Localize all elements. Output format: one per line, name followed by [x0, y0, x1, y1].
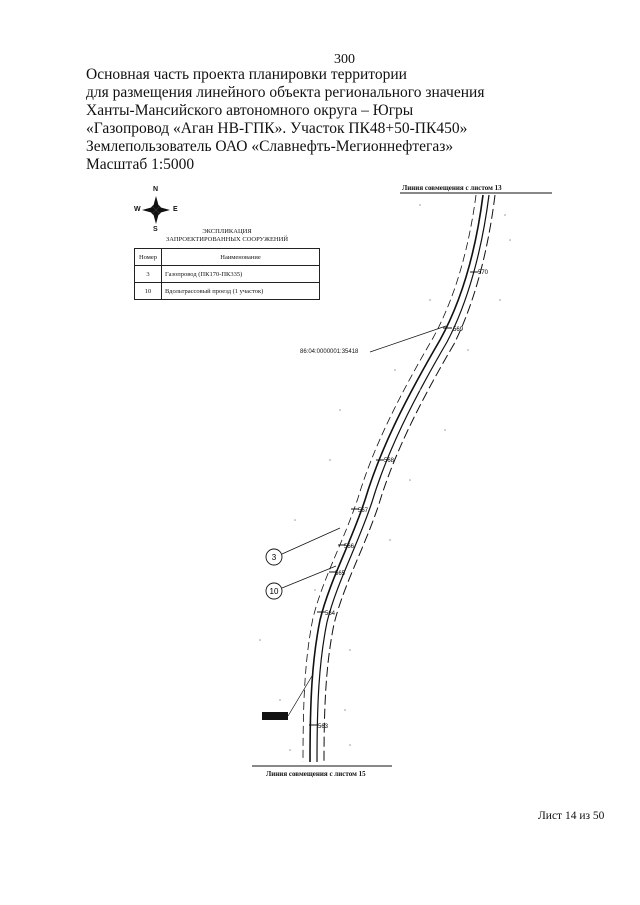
- right-of-way-boundary: [323, 194, 496, 763]
- picket-564: 564: [325, 611, 336, 617]
- gas-pipeline-line: [309, 194, 484, 763]
- table-row: 3 Газопровод (ПК170-ПК335): [134, 265, 320, 283]
- site-marker-leader: [287, 675, 313, 717]
- terrain-speckles: [259, 204, 511, 751]
- picket-568: 568: [384, 458, 395, 464]
- page-number: 300: [334, 52, 355, 67]
- site-marker: [262, 712, 288, 720]
- picket-567: 567: [358, 508, 369, 514]
- callout-10-leader: [281, 565, 337, 589]
- sheet-number: Лист 14 из 50: [538, 810, 605, 822]
- callout-10-label: 10: [270, 587, 279, 596]
- match-line-bottom-label: Линия совмещения с листом 15: [266, 770, 366, 778]
- cadastral-number-label: 86:04:0000001:35418: [300, 349, 359, 355]
- compass-west: W: [134, 206, 141, 213]
- table-row: 10 Вдольтрассовый проезд (1 участок): [134, 282, 320, 300]
- compass-south: S: [153, 226, 158, 233]
- compass-rose-icon: N S W E: [132, 186, 180, 233]
- header-line-3: Ханты-Мансийского автономного округа – Ю…: [86, 102, 414, 119]
- header-line-1: Основная часть проекта планировки террит…: [86, 66, 407, 83]
- compass-east: E: [173, 206, 178, 213]
- match-line-top-label: Линия совмещения с листом 13: [402, 184, 502, 192]
- legend-table: Номер Наименование 3 Газопровод (ПК170-П…: [134, 248, 320, 300]
- callout-3-leader: [281, 527, 341, 555]
- pipeline-parallel-line: [316, 194, 490, 763]
- header-line-scale: Масштаб 1:5000: [86, 156, 195, 173]
- header-line-2: для размещения линейного объекта региона…: [86, 84, 485, 101]
- compass-north: N: [153, 186, 159, 193]
- callout-3-circle: [265, 548, 283, 566]
- legend-title-line-1: ЭКСПЛИКАЦИЯ: [202, 228, 252, 235]
- header-line-4: «Газопровод «Аган НВ-ГПК». Участок ПК48+…: [86, 120, 468, 137]
- header-line-5: Землепользователь ОАО «Славнефть-Мегионн…: [86, 138, 454, 155]
- callout-10-circle: [265, 582, 283, 600]
- picket-563: 563: [318, 724, 329, 730]
- picket-565: 565: [335, 571, 346, 577]
- left-boundary-line: [302, 194, 477, 763]
- explication-legend: ЭКСПЛИКАЦИЯ ЗАПРОЕКТИРОВАННЫХ СООРУЖЕНИЙ…: [134, 228, 320, 300]
- picket-569: 569: [453, 327, 464, 333]
- legend-row-name: Вдольтрассовый проезд (1 участок): [161, 282, 320, 300]
- legend-title-line-2: ЗАПРОЕКТИРОВАННЫХ СООРУЖЕНИЙ: [165, 236, 289, 243]
- cadastral-leader-line: [369, 325, 447, 353]
- picket-570: 570: [478, 270, 489, 276]
- picket-ticks: [309, 271, 478, 726]
- callout-3-label: 3: [272, 553, 277, 562]
- picket-566: 566: [344, 544, 355, 550]
- document-header: Основная часть проекта планировки террит…: [86, 66, 626, 174]
